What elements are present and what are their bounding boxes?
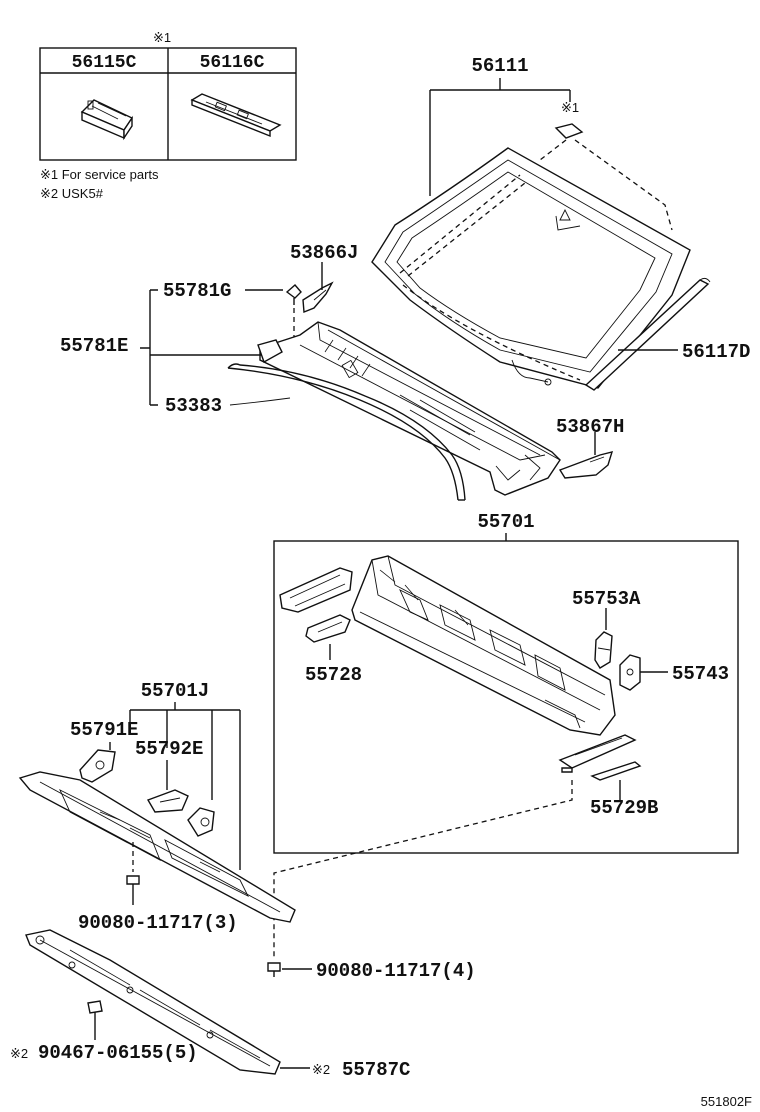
brace-55729b-drawing — [558, 734, 642, 781]
service-parts-legend: ※1 56115C 56116C ※1 For service parts ※2… — [39, 30, 297, 201]
legend-col1-label: 56115C — [72, 53, 137, 73]
bolt-upper-drawing — [126, 875, 140, 892]
marker-55787c: ※2 — [312, 1062, 330, 1077]
label-53866j: 53866J — [290, 242, 358, 264]
panel-55787c-drawing — [25, 929, 281, 1075]
bracket-55753a-drawing — [594, 631, 613, 669]
figure-id: 551802F — [701, 1094, 752, 1109]
label-55743: 55743 — [672, 663, 729, 685]
brace-55792e-drawing — [146, 789, 189, 813]
cowl-panel-55701-drawing — [351, 555, 616, 736]
legend-note-1: ※1 For service parts — [40, 167, 159, 182]
label-56117d: 56117D — [682, 341, 750, 363]
windshield-molding-drawing — [584, 277, 711, 391]
label-55701: 55701 — [477, 511, 534, 533]
label-55781e: 55781E — [60, 335, 128, 357]
legend-col2-label: 56116C — [200, 53, 265, 73]
windshield-service-part: ※1 — [554, 100, 584, 139]
windshield-marker: ※1 — [561, 100, 579, 115]
clip-90467-drawing — [87, 1000, 103, 1020]
end-cover-53867h-drawing — [558, 451, 614, 479]
label-55791e: 55791E — [70, 719, 138, 741]
label-bolt-upper: 90080-11717(3) — [78, 912, 238, 934]
callout-56111: 56111 — [429, 55, 571, 196]
lower-cowl-panel-drawing — [18, 771, 296, 923]
seal-53383-drawing — [227, 363, 466, 501]
bracket-55743-drawing — [619, 654, 641, 691]
brace-55791e-drawing — [79, 749, 116, 783]
label-55753a: 55753A — [572, 588, 641, 610]
clip-55781g-drawing — [285, 284, 302, 305]
bracket-53866j-drawing — [302, 281, 334, 314]
label-56111: 56111 — [471, 55, 528, 77]
cowl-louver-55781e-drawing — [257, 321, 561, 496]
legend-note-2: ※2 USK5# — [40, 186, 104, 201]
clip-56115c-drawing — [80, 99, 134, 141]
label-bolt-lower: 90080-11717(4) — [316, 960, 476, 982]
label-55701j: 55701J — [141, 680, 209, 702]
bolt-lower-drawing — [267, 962, 281, 977]
strip-56116c-drawing — [190, 93, 282, 138]
label-55728: 55728 — [305, 664, 362, 686]
small-bracket-drawing — [187, 807, 215, 837]
brace-55728-drawing — [279, 567, 353, 643]
label-53867h: 53867H — [556, 416, 624, 438]
label-53383: 53383 — [165, 395, 222, 417]
windshield-glass-drawing — [371, 147, 691, 389]
label-55792e: 55792E — [135, 738, 203, 760]
cowl-panel-group-box — [273, 540, 739, 854]
marker-90467: ※2 — [10, 1046, 28, 1061]
label-55729b: 55729B — [590, 797, 658, 819]
label-55787c: 55787C — [342, 1059, 410, 1081]
label-55781g: 55781G — [163, 280, 231, 302]
label-90467: 90467-06155(5) — [38, 1042, 198, 1064]
legend-marker: ※1 — [153, 30, 171, 45]
